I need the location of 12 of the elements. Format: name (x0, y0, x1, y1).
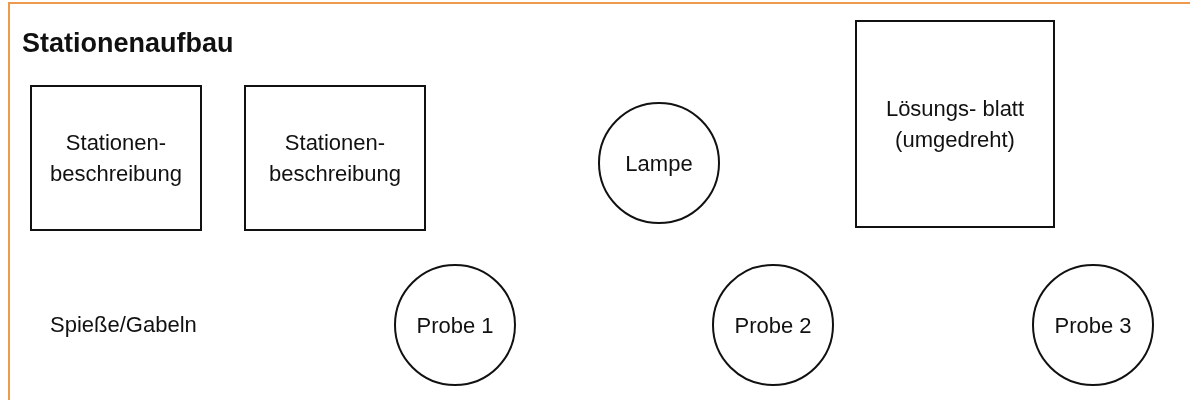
node-text: Probe 3 (1054, 311, 1132, 340)
card (30, 85, 202, 231)
node-text: Lampe (625, 149, 693, 178)
node-text: Probe 2 (734, 311, 812, 340)
title: Stationenaufbau (22, 28, 234, 59)
node-text: Lösungs- blatt (umgedreht) (884, 95, 1026, 154)
node-text: Stationen- beschreibung (267, 129, 403, 188)
card (244, 85, 426, 231)
node-text: Stationen- beschreibung (48, 129, 184, 188)
card (855, 20, 1055, 228)
item-label: Spieße/Gabeln (50, 312, 197, 338)
node-text: Probe 1 (416, 311, 494, 340)
